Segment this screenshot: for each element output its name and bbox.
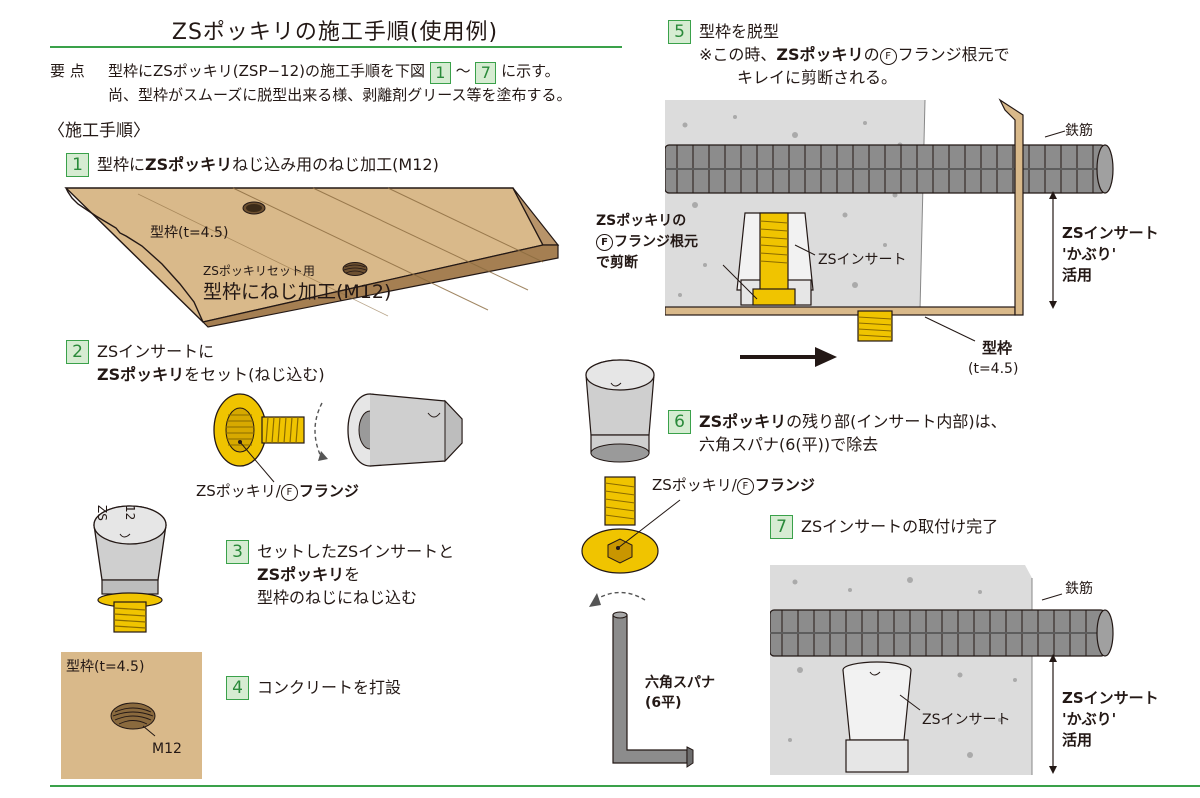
summary-tilde: 〜 (455, 62, 471, 80)
title-rule (50, 46, 622, 48)
step-5-line-2-post: フランジ根元で (897, 45, 1010, 64)
step-5-shear-label-3: で剪断 (596, 255, 638, 271)
step-3-number: 3 (226, 540, 249, 564)
step-5-line-2-pre: ※この時、 (699, 45, 777, 64)
step-7-number: 7 (770, 515, 793, 539)
step-6-spanner-label-2: (6平) (645, 695, 682, 711)
step-7-text: ZSインサートの取付け完了 (801, 517, 999, 536)
step-6-heading: 6 ZSポッキリの残り部(インサート内部)は、 六角スパナ(6(平))で除去 (668, 410, 1007, 456)
step-7-cover-label-2: 'かぶり' (1062, 710, 1117, 728)
step-7-heading: 7 ZSインサートの取付け完了 (770, 515, 998, 539)
step-3-line-1: セットしたZSインサートと (257, 542, 455, 561)
summary-line-1-suffix: に示す。 (501, 62, 560, 80)
step-4-thread-hole (110, 702, 156, 737)
step-5-cover-label-3: 活用 (1062, 266, 1093, 284)
step-5-cover-label-2: 'かぶり' (1062, 245, 1117, 263)
step-5-line-2-mid: の (863, 45, 880, 64)
step-5-demolding-drawing (665, 98, 1114, 367)
step-5-formwork-label: 型枠 (982, 339, 1013, 357)
step-1-formwork-label: 型枠(t=4.5) (150, 225, 229, 241)
step-5-shear-label-1: ZSポッキリの (596, 213, 687, 229)
step-4-m12-label: M12 (152, 741, 182, 757)
step-5-line-1: 型枠を脱型 (699, 22, 780, 41)
summary-label: 要 点 (50, 62, 85, 80)
step-3-line-3: 型枠のねじにねじ込む (257, 588, 418, 607)
step-1-formwork-drawing (64, 187, 560, 328)
step-6-number: 6 (668, 410, 691, 434)
step-3-mark-12: 12 (123, 505, 137, 521)
step-4-number: 4 (226, 676, 249, 700)
step-3-assembled-drawing (93, 505, 167, 633)
step-6-caption-text: ZSポッキリ/ (652, 476, 737, 494)
step-4-text: コンクリートを打設 (257, 678, 402, 697)
step-5-f-mark: F (879, 48, 897, 65)
step-5-line-3: キレイに剪断される。 (737, 68, 898, 87)
step-1-thread-label: 型枠にねじ加工(M12) (203, 281, 392, 303)
step-2-leader-line (238, 440, 275, 483)
page-title: ZSポッキリの施工手順(使用例) (171, 20, 499, 45)
step-6-caption-f-mark: F (736, 478, 754, 495)
summary-num-from: 1 (429, 62, 451, 84)
step-3-mark-zs: ZS (95, 505, 109, 521)
bottom-rule (50, 785, 1200, 787)
step-6-caption-flange: フランジ (754, 476, 815, 494)
step-5-number: 5 (668, 20, 691, 44)
step-4-heading: 4 コンクリートを打設 (226, 676, 401, 700)
step-3-line-2-post: を (344, 565, 361, 584)
step-7-insert-label: ZSインサート (922, 712, 1011, 728)
step-1-text-bold: ZSポッキリ (145, 155, 233, 174)
step-2-line-1: ZSインサートに (97, 342, 215, 361)
step-5-shear-flange: フランジ根元 (614, 234, 698, 250)
step-2-line-2-bold: ZSポッキリ (97, 365, 185, 384)
step-5-cover-label-1: ZSインサート (1062, 224, 1159, 242)
step-6-line-1-bold: ZSポッキリ (699, 412, 787, 431)
step-2-caption-f-mark: F (280, 484, 298, 501)
summary-line-1-prefix: 型枠にZSポッキリ(ZSP−12)の施工手順を下図 (108, 62, 426, 80)
step-6-line-1-post: の残り部(インサート内部)は、 (786, 412, 1007, 431)
step-4-formwork-label: 型枠(t=4.5) (66, 659, 145, 675)
step-1-text-pre: 型枠に (97, 155, 146, 174)
step-7-cover-label-1: ZSインサート (1062, 689, 1159, 707)
step-1-text-post: ねじ込み用のねじ加工(M12) (232, 155, 439, 174)
step-3-line-2-bold: ZSポッキリ (257, 565, 345, 584)
step-5-shear-f-mark: F (596, 234, 613, 251)
step-6-leader-line (616, 499, 681, 550)
step-2-pokkiri-and-insert (213, 393, 463, 467)
step-5-rebar-label: 鉄筋 (1065, 123, 1093, 139)
step-5-line-2-bold: ZSポッキリ (776, 45, 864, 64)
step-5-thickness-label: (t=4.5) (968, 361, 1019, 377)
section-heading: 〈施工手順〉 (48, 121, 150, 141)
step-5-insert-label: ZSインサート (818, 252, 907, 268)
step-1-set-label: ZSポッキリセット用 (203, 264, 315, 278)
step-7-cover-label-3: 活用 (1062, 731, 1093, 749)
step-6-spanner-label-1: 六角スパナ (645, 675, 715, 691)
step-6-line-2: 六角スパナ(6(平))で除去 (699, 435, 879, 454)
step-2-caption-flange: フランジ (298, 482, 359, 500)
step-2-caption-text: ZSポッキリ/ (196, 482, 281, 500)
summary-num-to: 7 (475, 62, 497, 84)
summary-line-1: 型枠にZSポッキリ(ZSP−12)の施工手順を下図 1 〜 7 に示す。 (108, 60, 560, 84)
step-7-rebar-label: 鉄筋 (1065, 581, 1093, 597)
step-6-removal-drawing (581, 359, 694, 768)
summary-line-2: 尚、型枠がスムーズに脱型出来る様、剥離剤グリース等を塗布する。 (108, 86, 572, 104)
step-7-installed-drawing (770, 565, 1114, 775)
step-2-number: 2 (66, 340, 89, 364)
step-3-heading: 3 セットしたZSインサートと ZSポッキリを 型枠のねじにねじ込む (226, 540, 454, 609)
step-1-number: 1 (66, 153, 89, 177)
step-2-line-2-post: をセット(ねじ込む) (184, 365, 325, 384)
step-2-heading: 2 ZSインサートに ZSポッキリをセット(ねじ込む) (66, 340, 325, 386)
